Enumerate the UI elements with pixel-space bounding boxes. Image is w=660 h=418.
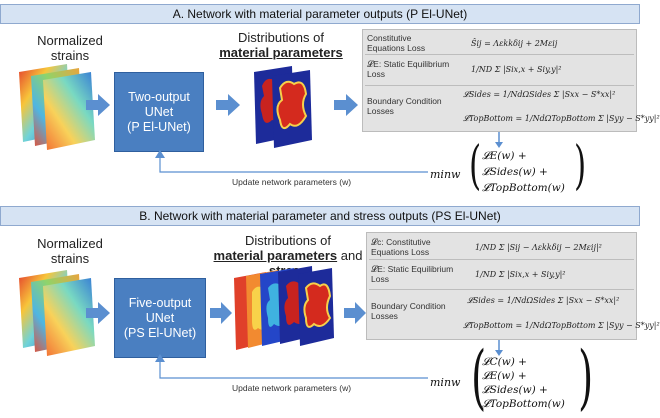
b-loss-constitutive-label: 𝓛c: Constitutive Equations Loss <box>371 237 431 257</box>
a-input-label-line1: Normalized <box>37 33 103 48</box>
a-dist-line1: Distributions of <box>238 30 324 45</box>
b-arrow-2 <box>210 302 232 324</box>
b-net-line1: Five-output <box>128 295 192 310</box>
a-term-1: 𝓛E(w) + <box>482 150 527 162</box>
a-arrow-1 <box>86 94 110 116</box>
b-down-arrow <box>495 340 503 356</box>
a-arrow-2 <box>216 94 240 116</box>
b-net-line3: (PS El-UNet) <box>123 325 197 340</box>
b-loss-b-line2: Losses <box>371 311 398 321</box>
b-arrow-1 <box>86 302 110 324</box>
a-paren-right: ) <box>574 136 587 196</box>
b-paren-left: ( <box>471 336 487 418</box>
b-loss-e-line2: Loss <box>371 274 389 284</box>
a-update-label: Update network parameters (w) <box>232 177 352 187</box>
b-loss-c-line1: 𝓛c: Constitutive <box>371 237 431 247</box>
b-arrow-3 <box>344 302 366 324</box>
a-dist-line2: material parameters <box>219 45 343 60</box>
b-strain-maps <box>19 270 95 356</box>
b-network-box: Five-output UNet (PS El-UNet) <box>114 278 206 358</box>
b-update-loop <box>155 354 428 379</box>
a-network-box: Two-output UNet (P El-UNet) <box>114 72 204 152</box>
a-min-w: minw <box>430 168 461 181</box>
a-param-map-2-inclusion <box>276 80 308 130</box>
a-loss-e-line1: 𝓛E: Static Equilibrium <box>367 59 450 69</box>
b-loss-boundary-label: Boundary Condition Losses <box>371 301 446 321</box>
a-loss-static-label: 𝓛E: Static Equilibrium Loss <box>367 59 449 79</box>
b-loss-e-line1: 𝓛E: Static Equilibrium <box>371 264 454 274</box>
a-update-loop <box>155 150 428 173</box>
a-term-2: 𝓛Sides(w) + <box>482 166 548 178</box>
b-dist-label: Distributions of material parameters and… <box>198 233 378 278</box>
b-loss-panel: 𝓛c: Constitutive Equations Loss 1/ND Σ |… <box>366 232 660 340</box>
a-loss-boundary-label: Boundary Condition Losses <box>367 96 442 116</box>
b-strain-map-3 <box>43 278 95 356</box>
b-dist-and: and <box>337 248 363 263</box>
b-loss-static-label: 𝓛E: Static Equilibrium Loss <box>371 264 453 284</box>
b-input-label-line2: strains <box>50 251 90 266</box>
a-loss-panel: Constitutive Equations Loss Ŝij = Λεkkδi… <box>362 29 660 132</box>
b-dist-params: material parameters <box>213 248 338 263</box>
b-update-label: Update network parameters (w) <box>232 383 352 393</box>
a-input-label-line2: strains <box>50 48 90 63</box>
a-loss-c-line1: Constitutive <box>367 33 412 43</box>
b-output-maps <box>234 266 334 350</box>
a-net-line2: UNet <box>144 104 174 119</box>
a-eq-topbottom: 𝓛TopBottom = 1/NdΩTopBottom Σ |Syy − S*y… <box>463 114 660 123</box>
b-input-label-line1: Normalized <box>37 236 103 251</box>
a-strain-maps <box>19 64 95 150</box>
a-term-3: 𝓛TopBottom(w) <box>482 182 565 194</box>
a-loss-b-line2: Losses <box>367 106 394 116</box>
b-sep-1 <box>369 259 634 260</box>
b-term-3: 𝓛Sides(w) + <box>482 384 548 396</box>
b-eq-topbottom: 𝓛TopBottom = 1/NdΩTopBottom Σ |Syy − S*y… <box>463 321 660 330</box>
b-dist-line1: Distributions of <box>245 233 331 248</box>
b-eq-sides: 𝓛Sides = 1/NdΩSides Σ |Sxx − S*xx|² <box>467 296 620 305</box>
b-loss-c-line2: Equations Loss <box>371 247 430 257</box>
b-eq-static: 1/ND Σ |Six,x + Siy,y|² <box>475 270 566 279</box>
a-net-line3: (P El-UNet) <box>127 119 191 134</box>
a-input-label: Normalized strains <box>30 33 110 63</box>
a-loss-b-line1: Boundary Condition <box>367 96 442 106</box>
a-net-line1: Two-output <box>128 89 190 104</box>
b-net-line2: UNet <box>145 310 175 325</box>
b-input-label: Normalized strains <box>30 236 110 266</box>
a-strain-map-3 <box>43 72 95 150</box>
a-loss-c-line2: Equations Loss <box>367 43 426 53</box>
b-term-1: 𝓛C(w) + <box>482 356 527 368</box>
a-paren-left: ( <box>469 136 482 196</box>
a-sep-2 <box>365 85 634 86</box>
b-term-4: 𝓛TopBottom(w) <box>482 398 565 410</box>
a-param-maps <box>254 66 312 148</box>
a-loss-constitutive-label: Constitutive Equations Loss <box>367 33 425 53</box>
a-eq-constitutive: Ŝij = Λεkkδij + 2Mεij <box>471 39 558 48</box>
b-loss-b-line1: Boundary Condition <box>371 301 446 311</box>
a-eq-sides: 𝓛Sides = 1/NdΩSides Σ |Sxx − S*xx|² <box>463 90 616 99</box>
a-loss-e-line2: Loss <box>367 69 385 79</box>
b-eq-constitutive: 1/ND Σ |Sij − Λεkkδij − 2Mεij|² <box>475 243 602 252</box>
a-down-arrow <box>495 132 503 148</box>
a-arrow-3 <box>334 94 358 116</box>
a-sep-1 <box>365 54 634 55</box>
b-map-5-inclusion <box>303 282 332 328</box>
b-paren-right: ) <box>578 336 594 418</box>
b-min-w: minw <box>430 376 461 389</box>
section-a-title: A. Network with material parameter outpu… <box>0 4 640 24</box>
a-eq-static: 1/ND Σ |Six,x + Siy,y|² <box>471 65 562 74</box>
section-b-title: B. Network with material parameter and s… <box>0 206 640 226</box>
b-term-2: 𝓛E(w) + <box>482 370 527 382</box>
a-dist-label: Distributions of material parameters <box>206 30 356 60</box>
b-sep-2 <box>369 289 634 290</box>
